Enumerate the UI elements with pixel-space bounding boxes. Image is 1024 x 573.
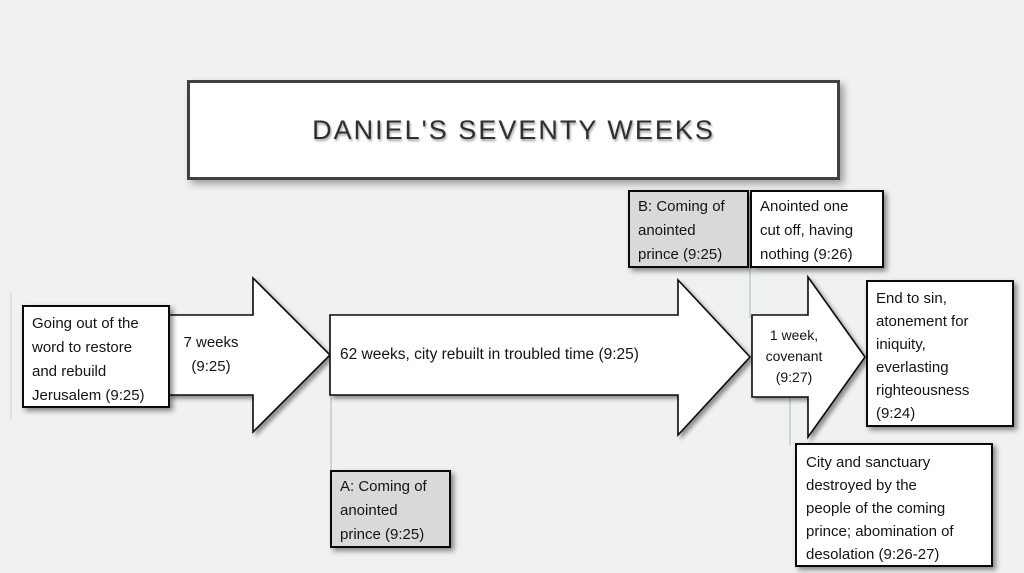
one-week-arrow: [751, 274, 866, 440]
box-a-coming-of-anointed-prince: A: Coming of anointed prince (9:25): [330, 470, 451, 548]
box-going-out-of-word: Going out of the word to restore and reb…: [22, 305, 170, 408]
connector-62weeks-to-a-box: [330, 394, 332, 472]
seven-weeks-arrow: [167, 276, 332, 434]
box-anointed-one-cut-off: Anointed one cut off, having nothing (9:…: [750, 190, 884, 268]
sixty-two-weeks-arrow: [329, 277, 752, 438]
box-end-to-sin: End to sin, atonement for iniquity, ever…: [866, 280, 1014, 427]
title-box: DANIEL'S SEVENTY WEEKS: [187, 80, 840, 180]
left-guide-line: [10, 292, 12, 420]
connector-1week-to-city-box: [789, 395, 791, 445]
slide-title: DANIEL'S SEVENTY WEEKS: [312, 114, 715, 145]
box-city-and-sanctuary-destroyed: City and sanctuary destroyed by the peop…: [795, 443, 993, 567]
connector-b-box-to-timeline: [749, 266, 751, 318]
box-b-coming-of-anointed-prince: B: Coming of anointed prince (9:25): [628, 190, 749, 268]
